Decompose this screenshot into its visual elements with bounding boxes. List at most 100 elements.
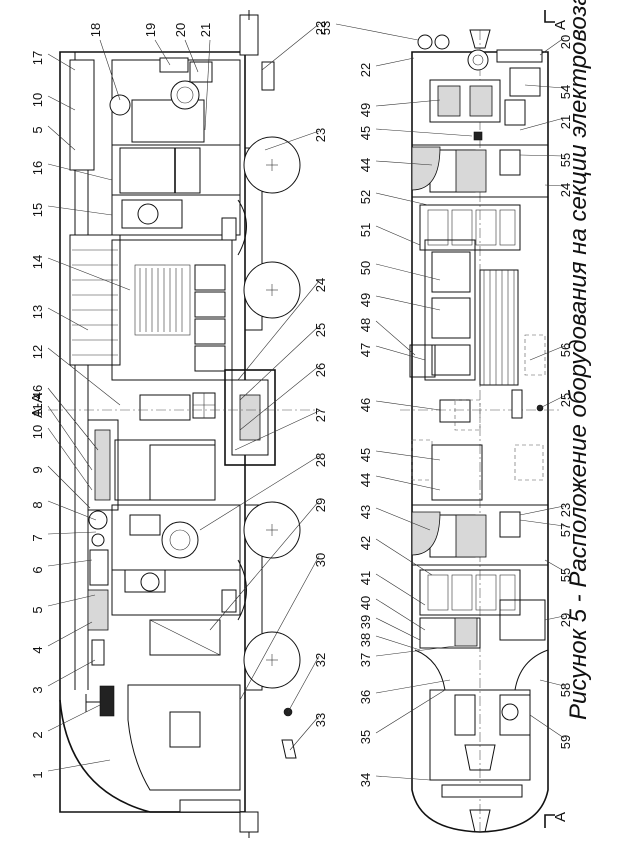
left-callout-21: 19 [143,23,171,66]
left-callout-25: 23 [264,128,328,151]
callout-leader-line [47,307,89,331]
callout-leader-line [375,617,421,641]
left-callout-16: 16 [30,161,113,181]
callout-number: 35 [358,730,373,744]
right-callout-15: 49 [358,293,441,311]
callout-number: 20 [558,35,573,49]
callout-number: 15 [30,203,45,217]
left-callout-1: 2 [30,704,101,739]
callout-number: 46 [358,398,373,412]
callout-number: 3 [30,686,45,693]
callout-number: 21 [198,23,213,37]
callout-leader-line [539,37,565,56]
callout-leader-line [519,519,565,527]
callout-leader-line [544,615,565,621]
right-callout-30: 25 [539,393,573,409]
callout-number: 14 [30,255,45,269]
callout-number: 30 [313,553,328,567]
callout-number: 45 [358,126,373,140]
right-callout-18: 52 [358,190,429,206]
callout-number: 25 [313,323,328,337]
callout-number: 57 [558,523,573,537]
callout-number: 2 [30,731,45,738]
right-callout-10: 44 [358,473,441,491]
callout-number: 39 [358,615,373,629]
callout-number: 47 [358,343,373,357]
left-callout-27: 25 [239,323,328,401]
right-callout-9: 43 [358,505,431,531]
right-callout-24: 20 [539,35,573,56]
right-callout-33: 55 [544,559,573,582]
right-callout-35: 58 [539,679,573,697]
callout-leader-line [204,39,211,131]
callout-leader-line [375,225,421,246]
callout-leader-line [47,405,93,471]
callout-leader-line [261,23,320,71]
left-callout-9: 10 [30,425,93,491]
callout-number: 58 [558,683,573,697]
right-callout-7: 41 [358,571,426,606]
callout-leader-line [375,775,431,781]
left-callout-17: 5 [30,125,76,151]
callout-number: 13 [30,305,45,319]
callout-leader-line [47,559,93,567]
callout-number: 55 [558,153,573,167]
left-callout-2: 3 [30,659,96,694]
callout-leader-line [519,117,565,131]
left-side-view [48,10,320,838]
callout-leader-line [184,39,199,73]
callout-number: 40 [358,596,373,610]
callout-number: 49 [358,103,373,117]
callout-leader-line [287,655,320,713]
callout-leader-line [375,598,426,631]
left-callout-8: 9 [30,465,91,509]
callout-number: 55 [558,568,573,582]
callout-leader-line [47,704,101,732]
left-callout-3: 4 [30,621,93,654]
callout-number: 59 [558,735,573,749]
callout-number: 17 [30,51,45,65]
callout-leader-line [47,53,76,71]
right-callout-19: 44 [358,158,433,172]
right-callout-0: 34 [358,773,431,787]
callout-leader-line [544,559,565,572]
callout-number: 43 [358,505,373,519]
callout-number: 9 [30,466,45,473]
callout-leader-line [375,295,441,311]
callout-leader-line [99,39,121,101]
callout-leader-line [209,500,320,631]
left-callout-5: 6 [30,559,93,574]
callout-number: 21 [558,115,573,129]
callout-number: 8 [30,501,45,508]
callout-number: 4 [30,646,45,653]
callout-number: 28 [313,453,328,467]
right-callout-21: 49 [358,99,441,117]
callout-leader-line [539,395,565,409]
left-callout-0: 1 [30,759,111,779]
right-callout-23: 53 [318,21,419,41]
callout-number: 18 [88,23,103,37]
left-callout-10: 11 [30,403,93,471]
left-callout-18: 10 [30,93,76,111]
callout-leader-line [539,679,565,687]
callout-number: 44 [358,473,373,487]
left-callout-4: 5 [30,594,96,614]
right-callout-4: 38 [358,633,421,651]
left-callout-26: 24 [237,278,328,381]
callout-number: 6 [30,566,45,573]
right-callout-12: 46 [358,398,441,412]
left-callout-34: 33 [289,713,328,751]
callout-leader-line [239,325,320,401]
right-callout-5: 39 [358,615,421,641]
callout-number: 45 [358,448,373,462]
left-callout-30: 28 [199,453,328,531]
callout-leader-line [375,400,441,411]
callout-number: 10 [30,425,45,439]
callout-leader-line [199,455,320,531]
right-callout-22: 22 [358,57,415,77]
callout-leader-line [47,347,121,406]
right-plan-view [400,10,560,835]
callout-number: 56 [558,343,573,357]
callout-leader-line [529,345,565,361]
